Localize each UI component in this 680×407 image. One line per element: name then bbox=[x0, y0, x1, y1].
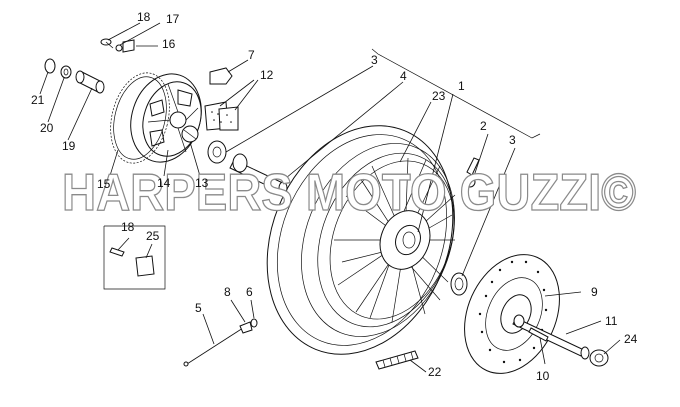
callout-2: 2 bbox=[480, 119, 487, 133]
spindle-nut bbox=[589, 349, 609, 367]
balance-weight bbox=[375, 350, 419, 370]
assembly-bracket bbox=[371, 48, 541, 139]
callout-8: 8 bbox=[224, 285, 231, 299]
leader-lines bbox=[39, 22, 621, 373]
disc-screw bbox=[528, 327, 549, 342]
right-bearing bbox=[450, 272, 468, 296]
callout-13: 13 bbox=[195, 176, 209, 190]
callout-3-top: 3 bbox=[371, 53, 378, 67]
callout-3-right: 3 bbox=[509, 133, 516, 147]
callout-1: 1 bbox=[458, 79, 465, 93]
left-spacers bbox=[207, 140, 288, 195]
damper-block bbox=[209, 67, 233, 85]
callout-16: 16 bbox=[162, 37, 176, 51]
callout-23: 23 bbox=[432, 89, 446, 103]
callout-15: 15 bbox=[97, 177, 111, 191]
callout-24: 24 bbox=[624, 332, 638, 346]
callout-20: 20 bbox=[40, 121, 54, 135]
callout-10: 10 bbox=[536, 369, 550, 383]
kit-bracket bbox=[103, 225, 166, 290]
callout-9: 9 bbox=[591, 285, 598, 299]
wheel-rim bbox=[266, 125, 456, 355]
bolt-hardware bbox=[44, 38, 135, 94]
callout-18-kit: 18 bbox=[121, 220, 135, 234]
kit-parts bbox=[109, 247, 155, 277]
callout-4: 4 bbox=[400, 69, 407, 83]
callout-22: 22 bbox=[428, 365, 442, 379]
callout-19: 19 bbox=[62, 139, 76, 153]
callout-17: 17 bbox=[166, 12, 180, 26]
callout-14: 14 bbox=[157, 176, 171, 190]
drive-flange bbox=[130, 73, 202, 163]
rubber-dampers bbox=[181, 101, 239, 143]
callout-numbers: 1 2 3 3 4 5 6 7 8 9 10 11 12 13 14 15 16… bbox=[31, 10, 638, 383]
callout-21: 21 bbox=[31, 93, 45, 107]
callout-25: 25 bbox=[146, 229, 160, 243]
callout-18-top: 18 bbox=[137, 10, 151, 24]
valve bbox=[464, 157, 480, 188]
cush-ring bbox=[110, 72, 170, 164]
callout-11: 11 bbox=[605, 314, 618, 328]
callout-7: 7 bbox=[248, 48, 255, 62]
cable-parts bbox=[183, 318, 258, 367]
watermark: HARPERS MOTO GUZZI© bbox=[62, 164, 636, 222]
callout-12: 12 bbox=[260, 68, 274, 82]
callout-6: 6 bbox=[246, 285, 253, 299]
brake-disc bbox=[464, 254, 560, 374]
callout-5: 5 bbox=[195, 301, 202, 315]
